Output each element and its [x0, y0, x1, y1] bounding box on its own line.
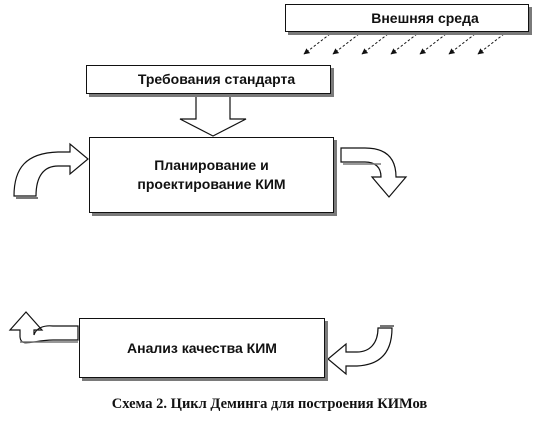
- standard-requirements-label: Требования стандарта: [137, 71, 296, 88]
- env-arrow-3: [361, 33, 389, 55]
- env-arrow-2: [332, 33, 360, 55]
- analysis-input-curved-arrow: [327, 327, 393, 376]
- standard-to-planning-arrow: [179, 95, 247, 137]
- standard-requirements-box: Требования стандарта: [86, 65, 331, 94]
- planning-output-curved-arrow: [340, 147, 408, 198]
- quality-analysis-box: Анализ качества КИМ: [79, 318, 325, 378]
- planning-design-box: Планирование и проектирование КИМ: [89, 137, 334, 213]
- env-arrow-1: [303, 33, 331, 55]
- quality-analysis-label: Анализ качества КИМ: [127, 339, 277, 356]
- planning-input-curved-arrow: [13, 142, 89, 197]
- analysis-output-curved-arrow: [8, 311, 79, 344]
- external-environment-box: Внешняя среда: [285, 4, 529, 32]
- env-arrow-5: [419, 33, 447, 55]
- external-environment-label: Внешняя среда: [371, 9, 479, 26]
- env-arrow-7: [477, 33, 505, 55]
- figure-caption: Схема 2. Цикл Деминга для построения КИМ…: [111, 396, 428, 412]
- env-arrow-4: [390, 33, 418, 55]
- env-arrow-6: [448, 33, 476, 55]
- planning-design-label: Планирование и проектирование КИМ: [137, 157, 286, 192]
